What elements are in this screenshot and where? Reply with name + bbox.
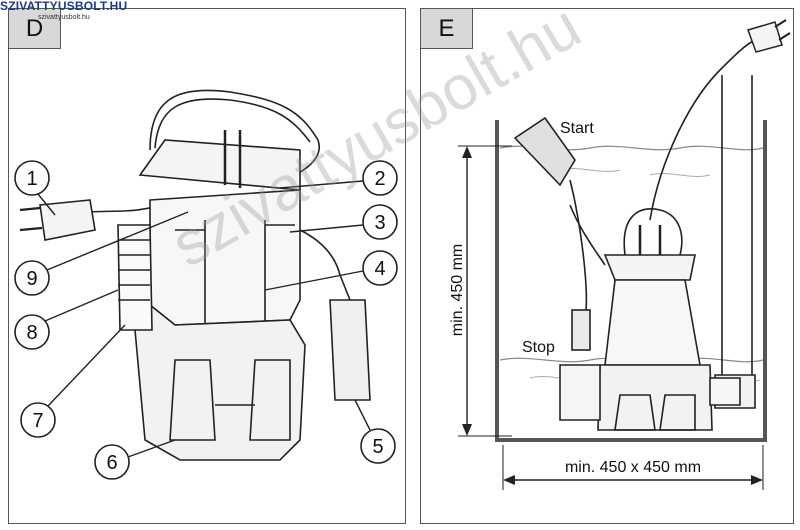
callout-label-5: 5 bbox=[372, 436, 383, 458]
callout-9: 9 bbox=[14, 211, 189, 296]
height-dimension: min. 450 mm bbox=[449, 145, 512, 437]
brand-logo: SZIVATTYUSBOLT.HU bbox=[0, 0, 128, 13]
callouts-d: 1 2 3 4 5 bbox=[14, 160, 398, 480]
width-dimension-label: min. 450 x 450 mm bbox=[565, 459, 701, 476]
plug-illustration bbox=[19, 199, 96, 241]
callout-label-9: 9 bbox=[26, 268, 37, 290]
callout-label-6: 6 bbox=[106, 452, 117, 474]
callout-8: 8 bbox=[14, 289, 119, 350]
plug-e-illustration bbox=[747, 19, 791, 53]
callout-4: 4 bbox=[264, 250, 398, 291]
callout-1: 1 bbox=[14, 160, 56, 216]
sump-illustration bbox=[495, 39, 767, 442]
callout-3: 3 bbox=[289, 204, 398, 240]
height-dimension-label: min. 450 mm bbox=[449, 244, 466, 336]
float-lower bbox=[571, 309, 591, 351]
callout-label-4: 4 bbox=[374, 258, 385, 280]
callout-label-2: 2 bbox=[374, 168, 385, 190]
callout-label-7: 7 bbox=[32, 410, 43, 432]
brand-logo-subtext: szivattyusbolt.hu bbox=[38, 14, 90, 21]
width-dimension: min. 450 x 450 mm bbox=[502, 445, 764, 490]
callout-label-3: 3 bbox=[374, 212, 385, 234]
start-label: Start bbox=[560, 120, 594, 137]
callout-7: 7 bbox=[20, 324, 126, 438]
callout-label-8: 8 bbox=[26, 322, 37, 344]
callout-5: 5 bbox=[354, 399, 396, 464]
callout-label-1: 1 bbox=[26, 168, 37, 190]
callout-6: 6 bbox=[94, 439, 176, 480]
stop-label: Stop bbox=[522, 339, 555, 356]
pump-illustration bbox=[89, 89, 371, 461]
panel-e-tag: E bbox=[421, 9, 473, 49]
panel-d-tag: D bbox=[9, 9, 61, 49]
callout-2: 2 bbox=[279, 160, 398, 196]
float-upper bbox=[513, 116, 576, 187]
